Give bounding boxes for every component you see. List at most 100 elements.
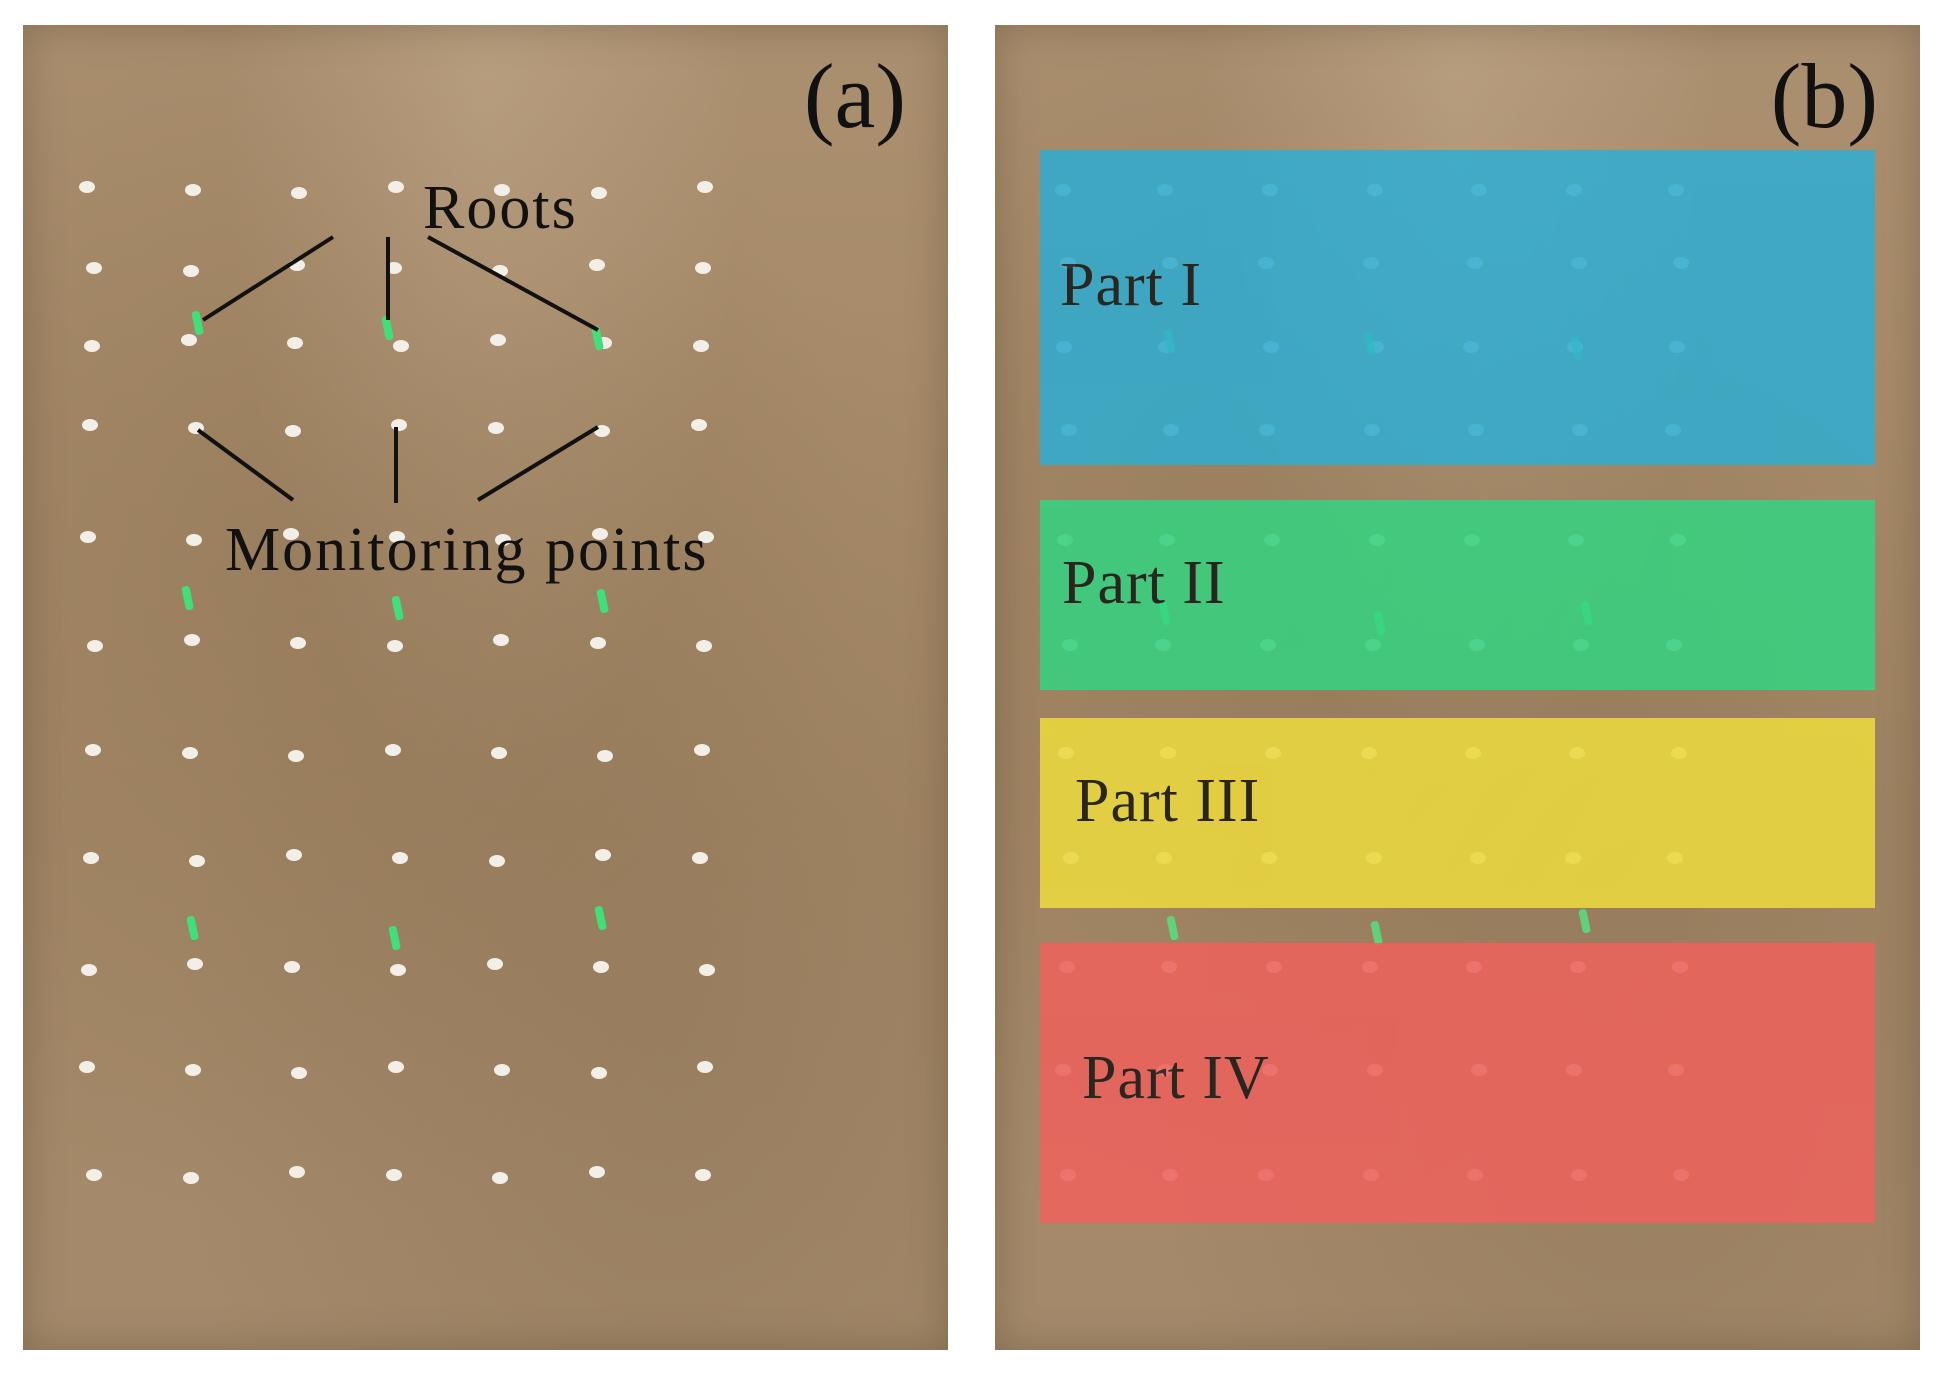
monitoring-point — [388, 1061, 404, 1073]
monitoring-point — [393, 340, 409, 352]
region-part-1: Part I — [1040, 150, 1875, 465]
panel-a-photo: (a) Roots Monitoring points — [23, 25, 948, 1350]
monitoring-point — [593, 961, 609, 973]
monitoring-point — [592, 528, 608, 540]
monitoring-point — [186, 534, 202, 546]
monitoring-point — [86, 1169, 102, 1181]
monitoring-point — [291, 1067, 307, 1079]
monitoring-point — [386, 1169, 402, 1181]
monitoring-point — [391, 419, 407, 431]
monitoring-point — [691, 419, 707, 431]
monitoring-point — [185, 184, 201, 196]
monitoring-point — [693, 340, 709, 352]
monitoring-point — [694, 744, 710, 756]
monitoring-point — [488, 422, 504, 434]
monitoring-point — [696, 640, 712, 652]
monitoring-point — [388, 181, 404, 193]
root-marker — [1578, 909, 1591, 934]
monitoring-point — [695, 262, 711, 274]
monitoring-point — [589, 259, 605, 271]
part-2-label: Part II — [1062, 549, 1226, 617]
monitoring-point — [79, 181, 95, 193]
monitoring-point — [187, 958, 203, 970]
monitoring-point — [284, 961, 300, 973]
monitoring-point — [86, 262, 102, 274]
monitoring-point — [597, 750, 613, 762]
monitoring-point — [87, 640, 103, 652]
root-marker — [1370, 921, 1383, 946]
monitoring-point — [692, 852, 708, 864]
annotation-line — [427, 235, 599, 332]
monitoring-point — [183, 265, 199, 277]
monitoring-point — [184, 634, 200, 646]
monitoring-point — [85, 744, 101, 756]
part-4-label: Part IV — [1082, 1044, 1270, 1112]
monitoring-point — [591, 1067, 607, 1079]
region-part-3: Part III — [1040, 718, 1875, 908]
part-3-label: Part III — [1075, 767, 1261, 835]
monitoring-point — [181, 334, 197, 346]
panel-a-tag: (a) — [803, 45, 906, 147]
monitoring-point — [287, 337, 303, 349]
monitoring-point — [595, 849, 611, 861]
monitoring-point — [494, 184, 510, 196]
monitoring-point — [290, 637, 306, 649]
monitoring-point — [589, 1166, 605, 1178]
annotation-line — [476, 425, 600, 502]
monitoring-point — [697, 181, 713, 193]
monitoring-point — [285, 425, 301, 437]
root-marker — [191, 311, 204, 336]
monitoring-point — [82, 419, 98, 431]
monitoring-point — [487, 958, 503, 970]
roots-label: Roots — [423, 174, 578, 242]
root-marker — [388, 926, 401, 951]
panel-b-tag: (b) — [1770, 45, 1878, 147]
monitoring-point — [489, 855, 505, 867]
monitoring-point — [590, 637, 606, 649]
monitoring-point — [80, 531, 96, 543]
root-marker — [186, 916, 199, 941]
monitoring-point — [695, 1169, 711, 1181]
monitoring-point — [494, 1064, 510, 1076]
monitoring-point — [288, 750, 304, 762]
monitoring-points-label: Monitoring points — [225, 516, 709, 584]
monitoring-point — [385, 744, 401, 756]
monitoring-point — [492, 1172, 508, 1184]
monitoring-point — [493, 634, 509, 646]
root-marker — [181, 586, 194, 611]
panel-a-markers — [79, 181, 715, 1184]
monitoring-point — [392, 852, 408, 864]
panel-b-photo: (b) Part I Part II Part III Part IV — [995, 25, 1920, 1350]
monitoring-point — [286, 849, 302, 861]
monitoring-point — [81, 964, 97, 976]
monitoring-point — [697, 1061, 713, 1073]
root-marker — [591, 326, 604, 351]
part-1-label: Part I — [1060, 251, 1203, 319]
monitoring-point — [283, 528, 299, 540]
annotation-line — [201, 235, 335, 322]
monitoring-point — [390, 964, 406, 976]
monitoring-point — [495, 534, 511, 546]
root-marker — [596, 589, 609, 614]
monitoring-point — [387, 640, 403, 652]
root-marker — [1166, 916, 1179, 941]
monitoring-point — [183, 1172, 199, 1184]
root-marker — [391, 596, 404, 621]
region-part-4: Part IV — [1040, 943, 1875, 1223]
monitoring-point — [83, 852, 99, 864]
monitoring-point — [79, 1061, 95, 1073]
monitoring-point — [291, 187, 307, 199]
root-marker — [594, 906, 607, 931]
monitoring-point — [389, 531, 405, 543]
monitoring-point — [289, 1166, 305, 1178]
monitoring-point — [84, 340, 100, 352]
root-marker — [381, 316, 394, 341]
monitoring-point — [189, 855, 205, 867]
monitoring-point — [490, 334, 506, 346]
monitoring-point — [185, 1064, 201, 1076]
monitoring-point — [182, 747, 198, 759]
monitoring-point — [591, 187, 607, 199]
annotation-line — [196, 428, 295, 502]
monitoring-point — [699, 964, 715, 976]
monitoring-point — [698, 531, 714, 543]
